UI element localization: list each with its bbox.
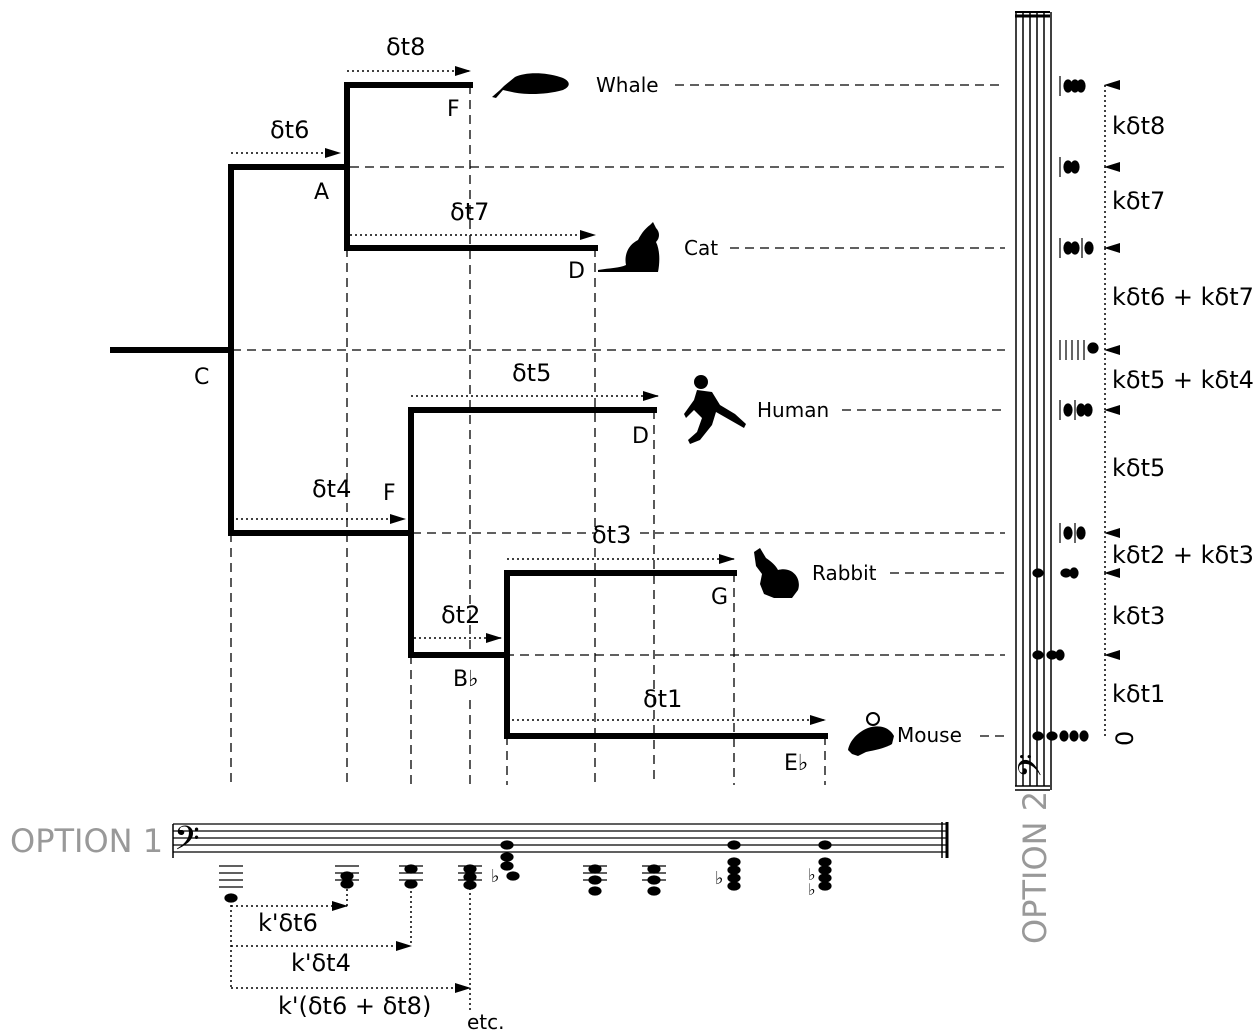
vertical-guides <box>230 85 826 785</box>
option2-staff <box>1015 11 1052 791</box>
kdt-label-2: kδt7 <box>1112 187 1165 215</box>
label-dt2: δt2 <box>441 601 480 629</box>
kdt-label-5: kδt5 <box>1112 454 1165 482</box>
option1-interval-2: k'δt4 <box>291 949 351 977</box>
option2-bass-clef-icon: 𝄢 <box>1012 754 1056 778</box>
label-dt3: δt3 <box>592 521 631 549</box>
kdt-label-1: kδt8 <box>1112 112 1165 140</box>
node-Bflat: B♭ <box>453 667 478 692</box>
option1-interval-3: k'(δt6 + δt8) <box>278 992 431 1020</box>
option1-flat-icons: ♭ ♭ ♭ ♭ <box>491 865 816 899</box>
rabbit-icon <box>754 548 799 598</box>
node-cat-D: D <box>568 259 585 284</box>
option1-staff <box>172 822 949 858</box>
svg-text:♭: ♭ <box>808 880 816 899</box>
animal-cat: Cat <box>684 236 718 260</box>
node-rabbit-G: G <box>711 585 728 610</box>
svg-text:♭: ♭ <box>715 868 724 889</box>
kdt-label-8: kδt1 <box>1112 680 1165 708</box>
option1-bass-clef-icon: 𝄢 <box>174 820 200 866</box>
animal-whale: Whale <box>596 73 659 97</box>
node-human-D: D <box>632 424 649 449</box>
kdt-label-4: kδt5 + kδt4 <box>1112 366 1254 394</box>
option1-etc: etc. <box>467 1010 505 1031</box>
cat-icon <box>598 222 660 272</box>
option2-label: OPTION 2 <box>1016 791 1054 944</box>
human-icon <box>684 375 746 444</box>
option2-notes <box>1032 76 1099 742</box>
option1-notes <box>219 840 832 903</box>
option1-label: OPTION 1 <box>10 822 163 860</box>
kdt-label-6: kδt2 + kδt3 <box>1112 541 1254 569</box>
label-dt7: δt7 <box>450 198 489 226</box>
option1-interval-1: k'δt6 <box>258 909 318 937</box>
phylogenetic-tree <box>110 82 828 739</box>
kdt-label-zero: 0 <box>1111 731 1139 746</box>
kdt-label-7: kδt3 <box>1112 602 1165 630</box>
svg-text:♭: ♭ <box>491 866 500 887</box>
svg-text:♭: ♭ <box>808 865 816 884</box>
label-dt4: δt4 <box>312 475 351 503</box>
node-F: F <box>383 481 396 506</box>
node-A: A <box>314 180 329 205</box>
kdt-label-3: kδt6 + kδt7 <box>1112 283 1254 311</box>
node-C: C <box>194 365 209 390</box>
label-dt6: δt6 <box>270 116 309 144</box>
animal-human: Human <box>757 398 829 422</box>
animal-mouse: Mouse <box>897 723 962 747</box>
whale-icon <box>492 73 569 98</box>
option1-interval-arrows <box>230 884 471 1010</box>
label-dt8: δt8 <box>386 33 425 61</box>
branch-arrows <box>231 66 826 725</box>
label-dt5: δt5 <box>512 359 551 387</box>
mouse-icon <box>848 712 894 756</box>
horizontal-guides <box>232 84 1005 737</box>
node-whale-F: F <box>447 97 460 122</box>
node-mouse-Eflat: E♭ <box>784 751 808 776</box>
label-dt1: δt1 <box>643 685 682 713</box>
animal-rabbit: Rabbit <box>812 561 877 585</box>
